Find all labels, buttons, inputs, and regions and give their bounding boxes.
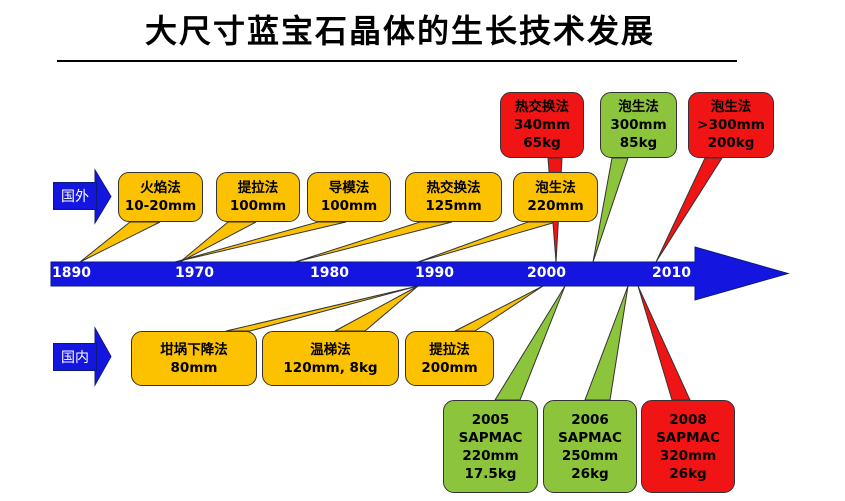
event-line: 17.5kg	[464, 465, 517, 482]
callout-pointer	[454, 285, 544, 332]
event-line: 2008	[669, 411, 707, 428]
event-line: SAPMAC	[558, 429, 622, 446]
callout-pointer	[592, 157, 629, 263]
event-line: SAPMAC	[458, 429, 523, 446]
callout-pointer	[655, 157, 723, 263]
event-line: 火焰法	[140, 180, 181, 196]
callout-pointer	[334, 285, 419, 332]
foreign-event-box: 热交换法 340mm 65kg	[500, 92, 584, 158]
year-label: 2000	[527, 265, 566, 281]
callout-pointer	[79, 221, 161, 263]
event-line: 200mm	[421, 359, 478, 376]
year-label: 1990	[415, 265, 454, 281]
year-label: 1970	[175, 265, 214, 281]
event-line: 热交换法	[426, 180, 481, 196]
event-line: 100mm	[320, 198, 378, 214]
foreign-label: 国外	[53, 182, 97, 210]
event-line: 300mm	[610, 117, 667, 133]
event-line: 320mm	[659, 447, 717, 464]
event-line: 65kg	[523, 135, 561, 151]
foreign-event-box: 泡生法 300mm 85kg	[600, 92, 677, 158]
callout-pointer	[417, 221, 557, 263]
event-line: 250mm	[561, 447, 619, 464]
event-line: 26kg	[571, 465, 609, 482]
event-line: 提拉法	[237, 180, 279, 196]
year-label: 2010	[652, 265, 691, 281]
event-line: 10-20mm	[124, 198, 197, 214]
timeline-arrow	[50, 246, 790, 301]
event-line: 125mm	[425, 198, 482, 214]
year-label: 1890	[52, 265, 91, 281]
event-line: 坩埚下降法	[160, 341, 228, 358]
event-line: 导模法	[328, 180, 370, 196]
event-line: 热交换法	[515, 99, 569, 115]
event-line: 26kg	[669, 465, 707, 482]
title-underline	[57, 60, 737, 62]
event-line: 80mm	[170, 359, 218, 376]
domestic-tag-arrow	[94, 326, 112, 387]
foreign-tag-arrow	[94, 168, 112, 225]
callout-pointer	[294, 221, 453, 263]
foreign-event-box: 提拉法 100mm	[216, 172, 300, 222]
event-line: 2005	[471, 411, 510, 428]
domestic-label: 国内	[53, 343, 97, 371]
event-line: 85kg	[619, 135, 658, 151]
foreign-event-box: 泡生法 220mm	[513, 172, 598, 222]
event-line: 泡生法	[710, 99, 752, 115]
callout-pointer	[174, 221, 347, 263]
event-line: 泡生法	[535, 180, 576, 196]
year-label: 1980	[310, 265, 349, 281]
event-line: 120mm, 8kg	[283, 359, 378, 376]
event-line: 220mm	[527, 198, 584, 214]
event-line: 220mm	[462, 447, 519, 464]
callout-pointer	[179, 221, 257, 263]
event-line: 温梯法	[310, 341, 351, 358]
event-line: 100mm	[229, 198, 287, 214]
callout-pointer	[494, 285, 566, 401]
event-line: SAPMAC	[656, 429, 720, 446]
event-line: 200kg	[707, 135, 755, 151]
page-title: 大尺寸蓝宝石晶体的生长技术发展	[144, 12, 655, 50]
foreign-event-box: 泡生法 >300mm 200kg	[688, 92, 774, 158]
foreign-event-box: 导模法 100mm	[307, 172, 391, 222]
event-line: >300mm	[697, 117, 765, 133]
event-line: 提拉法	[429, 341, 470, 358]
event-line: 340mm	[513, 117, 571, 133]
callout-pointer	[637, 285, 691, 401]
event-line: 泡生法	[618, 99, 659, 115]
foreign-event-box: 火焰法 10-20mm	[118, 172, 203, 222]
event-line: 2006	[571, 411, 609, 428]
callout-pointer	[584, 285, 629, 401]
foreign-event-box: 热交换法 125mm	[405, 172, 502, 222]
